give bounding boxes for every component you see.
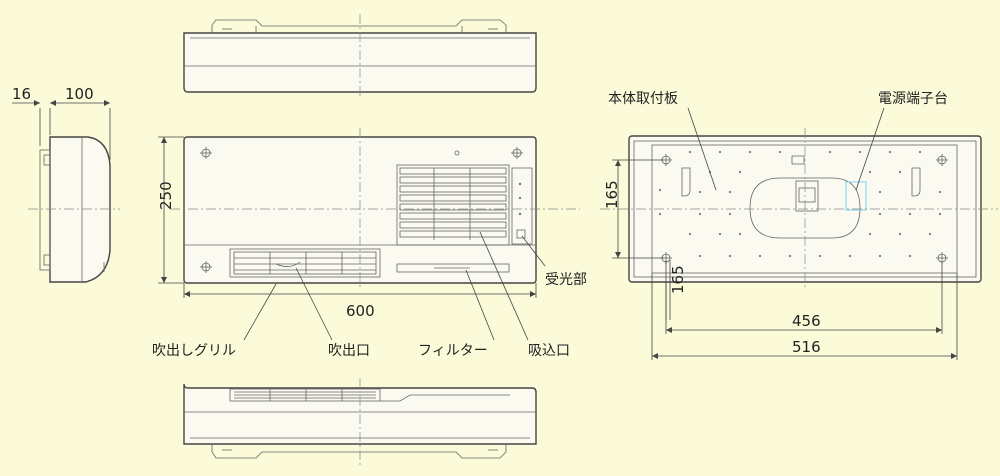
inlet-louvers xyxy=(399,167,507,240)
dim-front-width: 600 xyxy=(346,302,375,320)
dim-side-offset: 16 xyxy=(12,85,31,103)
label-inlet: 吸込口 xyxy=(528,343,570,359)
front-view xyxy=(158,128,580,298)
side-view xyxy=(12,100,120,283)
label-receiver: 受光部 xyxy=(545,272,587,288)
callout-lines xyxy=(243,231,546,341)
label-power-terminal: 電源端子台 xyxy=(878,91,948,107)
bottom-view xyxy=(183,378,537,468)
dim-back-vertical-b: 165 xyxy=(669,265,687,294)
screw-icon xyxy=(200,147,523,273)
receiver-window xyxy=(516,229,526,239)
top-view xyxy=(183,14,537,96)
label-outlet: 吹出口 xyxy=(328,343,370,359)
label-outlet-grille: 吹出しグリル xyxy=(152,343,236,359)
dim-back-mount-width: 456 xyxy=(792,312,821,330)
dim-side-depth: 100 xyxy=(65,85,94,103)
terminal-highlight xyxy=(845,181,867,211)
label-filter: フィルター xyxy=(418,343,488,359)
label-mount-plate: 本体取付板 xyxy=(608,91,678,107)
dim-back-vertical-a: 165 xyxy=(603,180,621,209)
back-view xyxy=(600,107,998,360)
dim-back-plate-width: 516 xyxy=(792,338,821,356)
dim-front-height: 250 xyxy=(157,181,175,210)
